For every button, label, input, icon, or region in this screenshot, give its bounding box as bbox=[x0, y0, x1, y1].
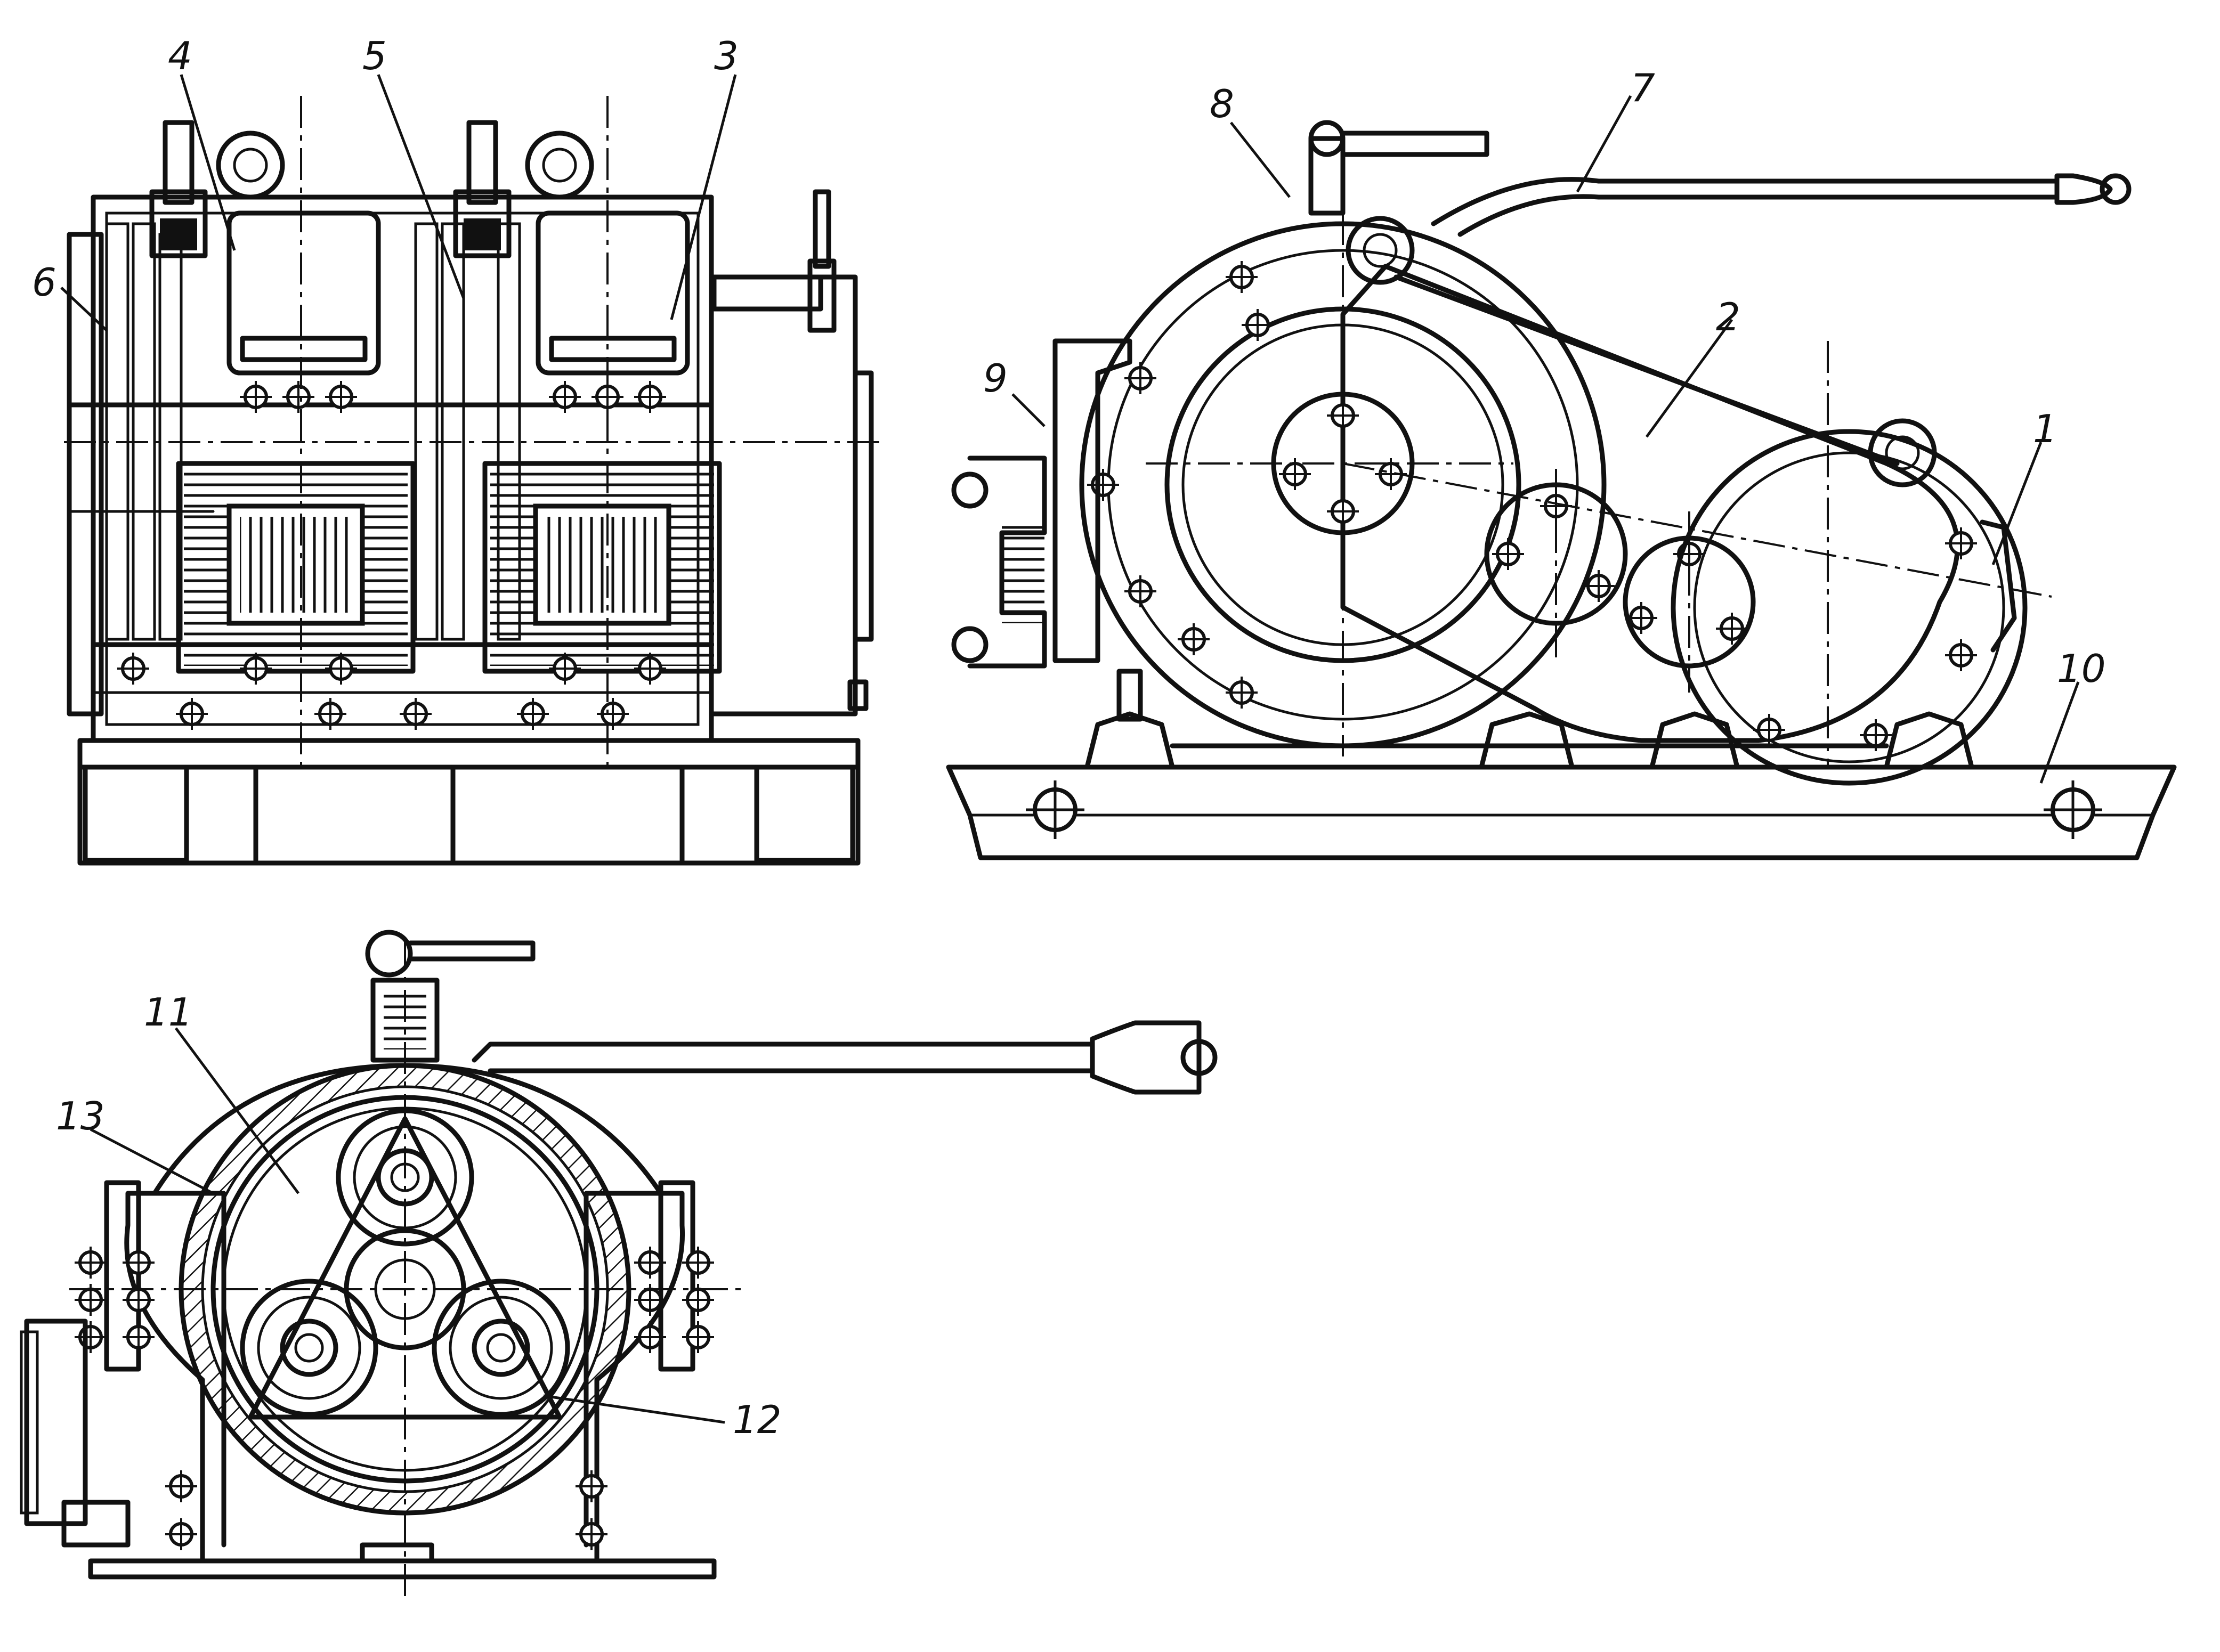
lever-handle bbox=[1431, 177, 2060, 237]
callout-2: 2 bbox=[1716, 295, 1740, 339]
callouts: 4 5 3 6 8 7 2 9 1 10 11 13 12 bbox=[32, 34, 2106, 1442]
section-lever bbox=[472, 1041, 1095, 1073]
callout-10: 10 bbox=[2057, 646, 2106, 691]
base-skid bbox=[946, 764, 2177, 860]
callout-13: 13 bbox=[56, 1094, 105, 1138]
front-view bbox=[64, 96, 885, 866]
front-upper-window-right bbox=[536, 210, 690, 376]
front-upper-window-left bbox=[226, 210, 381, 376]
front-eye-bolt-right bbox=[525, 131, 594, 200]
callout-3: 3 bbox=[714, 34, 739, 78]
front-coil-left bbox=[176, 461, 416, 674]
callout-9: 9 bbox=[983, 356, 1008, 401]
front-side-unit bbox=[709, 274, 858, 717]
section-view bbox=[20, 930, 1218, 1598]
brake-shoe bbox=[1052, 338, 1132, 663]
callout-12: 12 bbox=[733, 1397, 782, 1442]
callout-8: 8 bbox=[1210, 82, 1234, 126]
callout-5: 5 bbox=[362, 34, 387, 78]
front-eye-bolt-left bbox=[216, 131, 285, 200]
pulley bbox=[1671, 429, 2028, 786]
side-view bbox=[946, 120, 2177, 860]
callout-11: 11 bbox=[144, 990, 193, 1035]
planet-left bbox=[240, 1279, 378, 1417]
gear-housing bbox=[1340, 264, 1960, 743]
front-coil-right bbox=[482, 461, 722, 674]
front-base-frame bbox=[77, 738, 861, 866]
callout-1: 1 bbox=[2033, 406, 2057, 451]
callout-4: 4 bbox=[168, 34, 192, 78]
callout-7: 7 bbox=[1631, 66, 1655, 110]
planet-right bbox=[432, 1279, 570, 1417]
callout-6: 6 bbox=[32, 260, 56, 305]
